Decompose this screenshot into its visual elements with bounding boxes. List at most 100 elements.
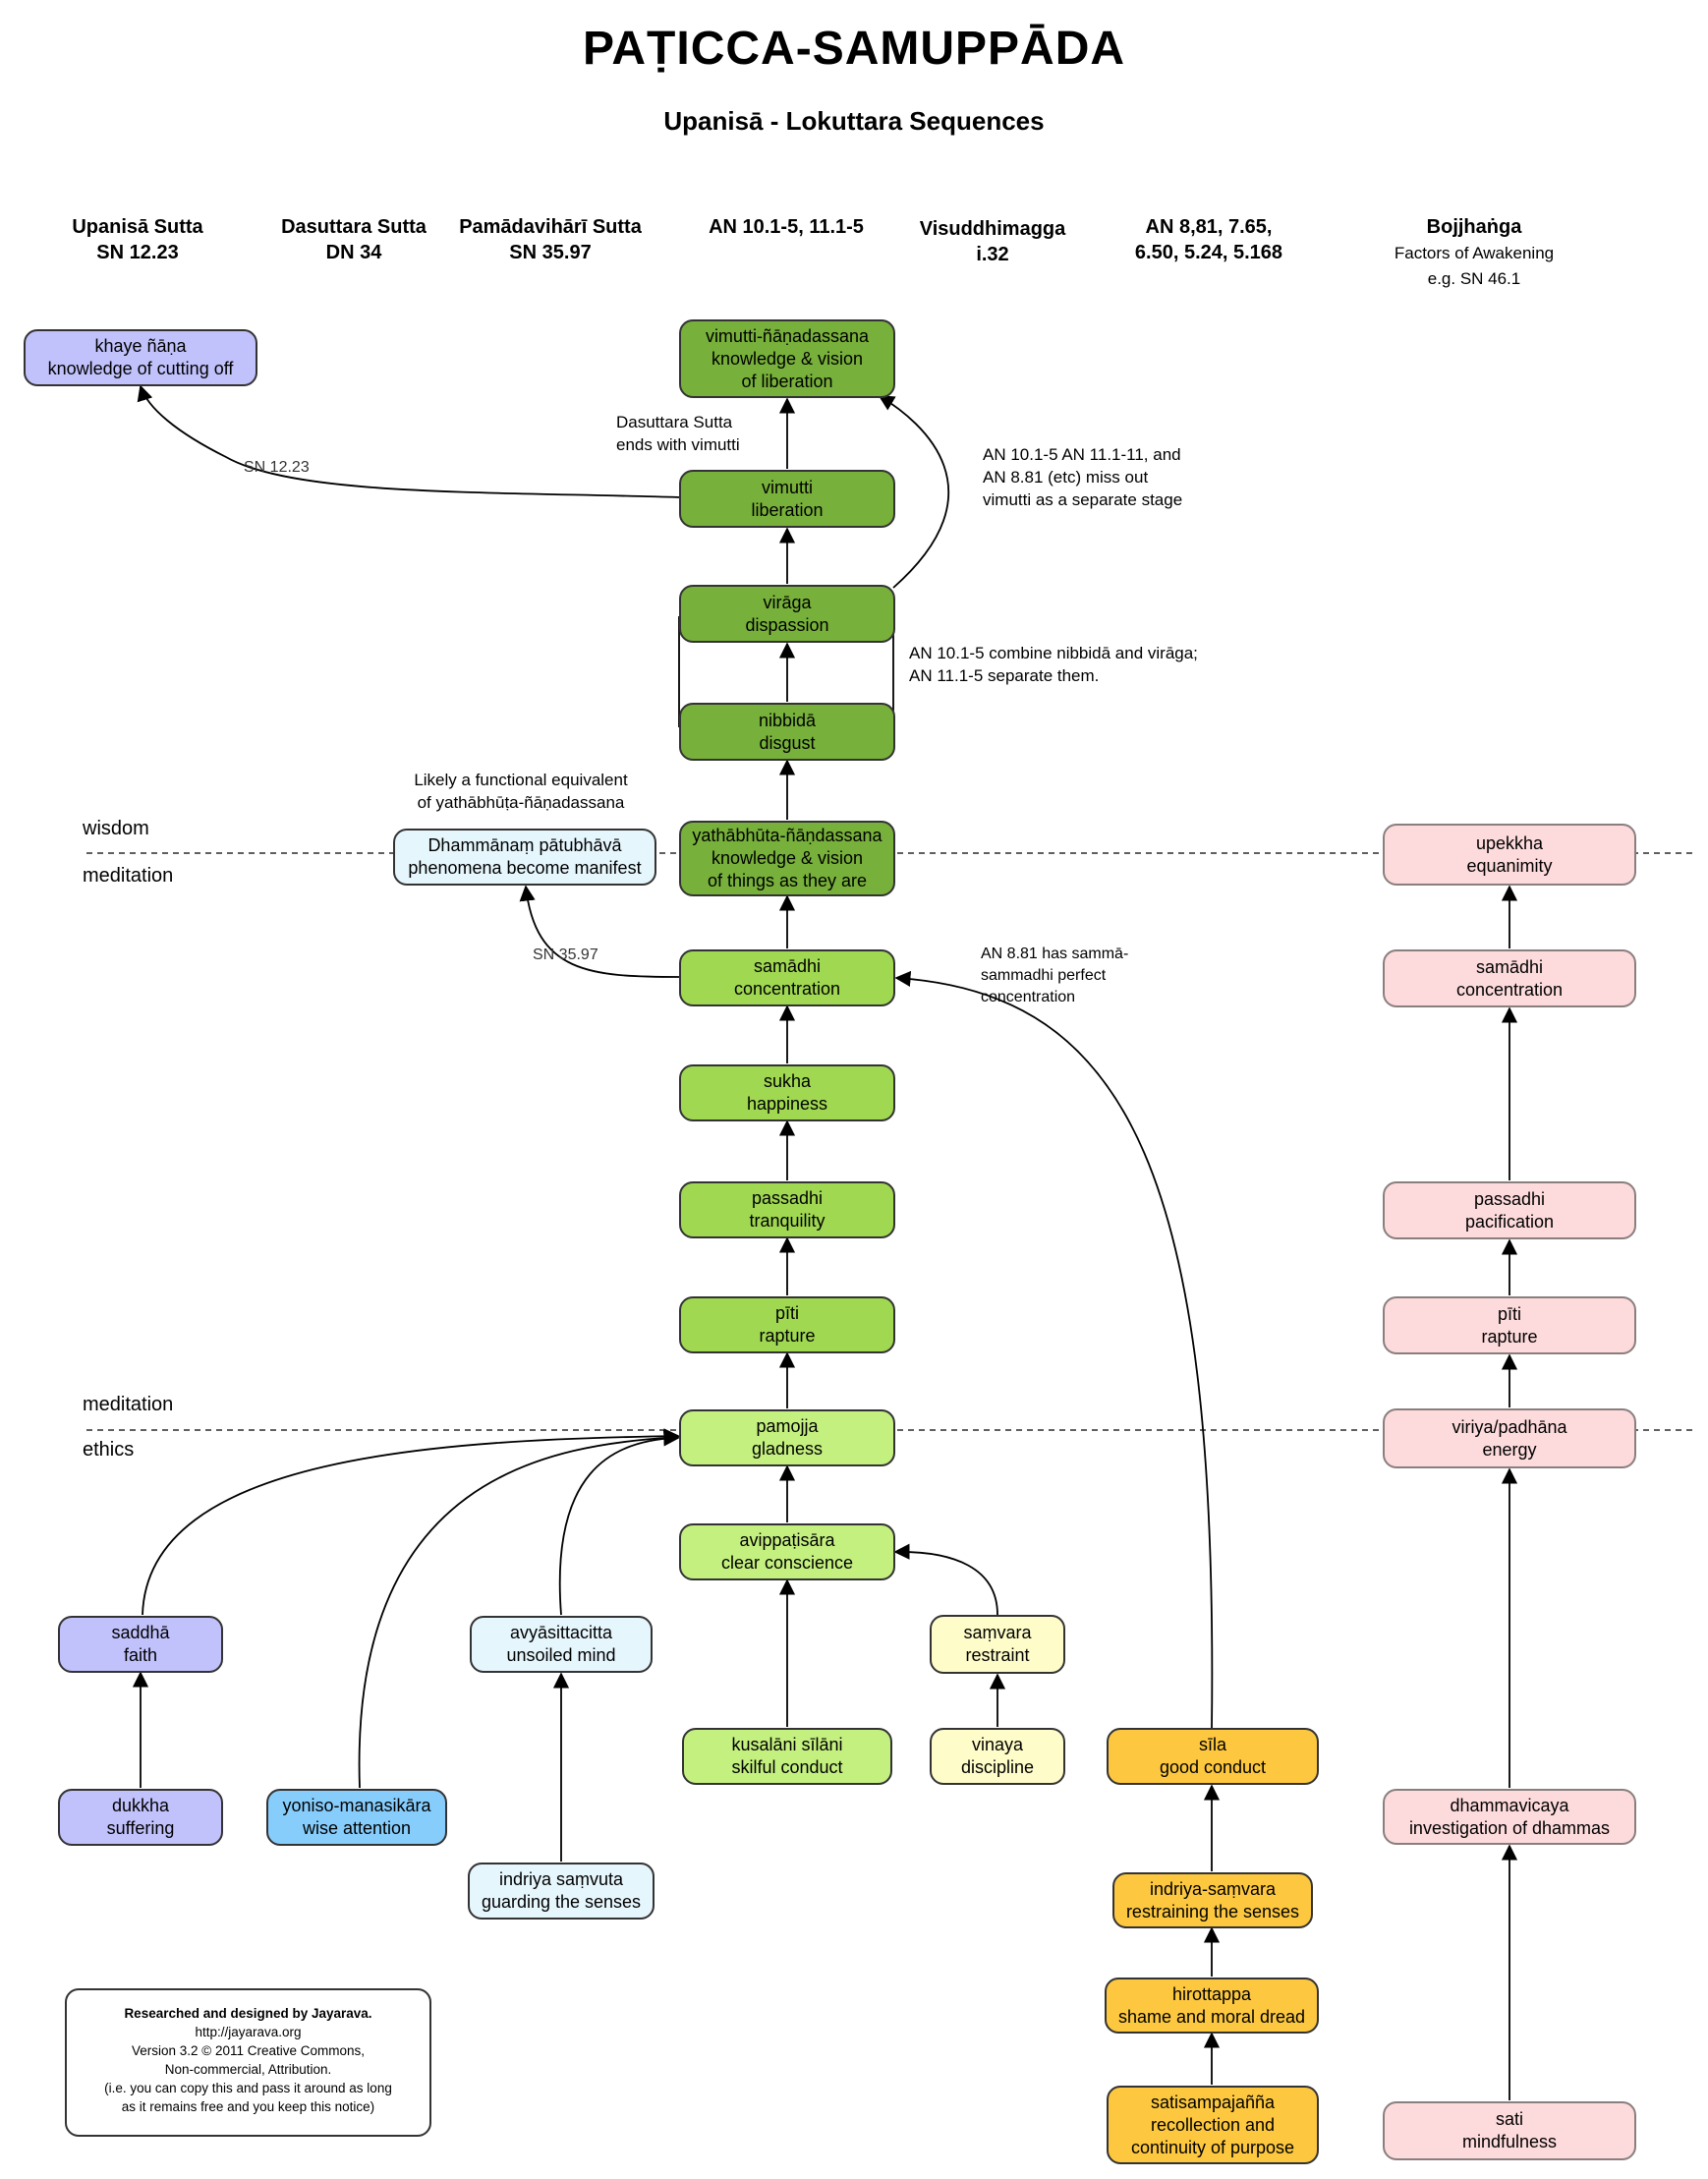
node-line: of things as they are	[707, 871, 868, 890]
node-dhammavicaya: dhammavicaya investigation of dhammas	[1383, 1789, 1636, 1845]
column-header-line3: e.g. SN 46.1	[1427, 269, 1521, 288]
node-line: avippaṭisāra	[739, 1530, 835, 1550]
column-header-visuddhimagga: Visuddhimagga i.32	[884, 216, 1101, 267]
node-line: skilful conduct	[731, 1757, 843, 1777]
node-line: restraint	[965, 1645, 1030, 1665]
column-header-line1: Upanisā Sutta	[72, 216, 203, 238]
node-line: Dhammānaṃ pātubhāvā	[427, 835, 622, 855]
note-an881-samma-samadhi: AN 8.81 has sammā- sammadhi perfect conc…	[981, 944, 1128, 1008]
credit-version: Version 3.2 © 2011 Creative Commons,	[131, 2043, 366, 2058]
node-line: equanimity	[1466, 855, 1553, 876]
zone-label-meditation: meditation	[83, 1394, 174, 1415]
node-samadhi: samādhi concentration	[679, 949, 895, 1006]
node-line: pīti	[774, 1303, 799, 1323]
column-header-line1: Dasuttara Sutta	[281, 216, 427, 238]
column-header-line2: 6.50, 5.24, 5.168	[1134, 242, 1283, 263]
node-line: viriya/padhāna	[1452, 1416, 1567, 1437]
credit-license: Non-commercial, Attribution.	[164, 2062, 332, 2077]
column-header-line2: SN 35.97	[509, 242, 592, 263]
node-line: virāga	[763, 592, 812, 612]
node-indriya-samvuta: indriya saṃvuta guarding the senses	[468, 1863, 655, 1920]
node-dukkha: dukkha suffering	[58, 1789, 223, 1846]
node-sukha: sukha happiness	[679, 1064, 895, 1121]
node-line: knowledge of cutting off	[47, 359, 234, 378]
node-samvara: saṃvara restraint	[930, 1615, 1065, 1674]
node-line: concentration	[733, 979, 841, 999]
node-passadhi: passadhi tranquility	[679, 1181, 895, 1238]
edge-yoniso-to-pamojja	[358, 1429, 680, 1789]
node-line: restraining the senses	[1125, 1901, 1300, 1921]
node-line: good conduct	[1159, 1757, 1267, 1777]
edge-vimutti-to-khaye-nana	[137, 384, 680, 498]
zone-label-wisdom: wisdom	[83, 818, 149, 839]
node-pamojja: pamojja gladness	[679, 1409, 895, 1466]
note-line: AN 8.81 has sammā-	[981, 946, 1129, 962]
node-line: knowledge & vision	[711, 848, 864, 868]
node-viriya: viriya/padhāna energy	[1383, 1408, 1636, 1468]
node-line: clear conscience	[720, 1553, 854, 1573]
edge-sila-to-samadhi	[894, 970, 1214, 1731]
edge-avyasittacitta-to-pamojja	[558, 1430, 680, 1616]
node-line: rapture	[1481, 1326, 1538, 1347]
node-line: indriya-saṃvara	[1149, 1878, 1277, 1899]
note-miss-out-vimutti: AN 10.1-5 AN 11.1-11, and AN 8.81 (etc) …	[983, 443, 1182, 511]
credit-author: Researched and designed by Jayarava.	[124, 2006, 372, 2021]
note-line: AN 10.1-5 combine nibbidā and virāga;	[909, 644, 1198, 662]
column-header-line1: Pamādavihārī Sutta	[459, 216, 642, 238]
node-sati: sati mindfulness	[1383, 2101, 1636, 2160]
column-header-line2: DN 34	[325, 242, 382, 263]
node-line: gladness	[751, 1439, 824, 1459]
node-line: happiness	[746, 1094, 828, 1114]
node-line: continuity of purpose	[1130, 2137, 1295, 2157]
node-line: guarding the senses	[481, 1892, 642, 1912]
note-combine-nibbida: AN 10.1-5 combine nibbidā and virāga; AN…	[909, 642, 1198, 687]
note-line: AN 10.1-5 AN 11.1-11, and	[983, 445, 1181, 464]
node-nibbida: nibbidā disgust	[679, 703, 895, 761]
node-avippatisara: avippaṭisāra clear conscience	[679, 1523, 895, 1580]
node-indriya-samvara: indriya-saṃvara restraining the senses	[1112, 1872, 1313, 1928]
node-line: suffering	[106, 1818, 175, 1838]
node-line: phenomena become manifest	[408, 858, 642, 878]
credit-note: (i.e. you can copy this and pass it arou…	[104, 2081, 392, 2095]
node-hirottappa: hirottappa shame and moral dread	[1105, 1978, 1319, 2034]
note-line: Dasuttara Sutta	[616, 413, 733, 431]
node-line: dhammavicaya	[1450, 1795, 1569, 1815]
column-header-line1: AN 10.1-5, 11.1-5	[709, 216, 864, 238]
page-subtitle: Upanisā - Lokuttara Sequences	[663, 106, 1045, 136]
edge-samadhi-to-dhammanam	[519, 885, 680, 978]
node-line: of liberation	[741, 371, 833, 391]
node-line: khaye ñāṇa	[94, 336, 187, 356]
node-line: wise attention	[302, 1818, 412, 1838]
node-upekkha: upekkha equanimity	[1383, 824, 1636, 886]
node-line: nibbidā	[758, 710, 817, 730]
column-header-line1: Bojjhaṅga	[1426, 216, 1522, 238]
node-dhammanam: Dhammānaṃ pātubhāvā phenomena become man…	[393, 829, 656, 886]
note-functional-equivalent: Likely a functional equivalent of yathāb…	[383, 769, 658, 814]
node-line: upekkha	[1475, 832, 1544, 853]
node-line: sukha	[763, 1071, 812, 1091]
node-line: avyāsittacitta	[509, 1623, 613, 1642]
node-line: discipline	[960, 1757, 1035, 1777]
note-line: concentration	[981, 989, 1076, 1005]
node-line: pamojja	[756, 1416, 819, 1436]
node-line: passadhi	[1473, 1188, 1546, 1209]
node-line: kusalāni sīlāni	[731, 1735, 843, 1754]
note-line: Likely a functional equivalent	[414, 771, 628, 789]
node-line: recollection and	[1150, 2114, 1276, 2135]
node-line: liberation	[751, 499, 824, 520]
node-line: rapture	[759, 1326, 816, 1346]
node-line: pacification	[1464, 1211, 1555, 1232]
edge-label-sn3597: SN 35.97	[533, 946, 598, 963]
node-line: saddhā	[111, 1623, 170, 1642]
note-line: sammadhi perfect	[981, 967, 1107, 984]
edge-viraga-to-nanadassana	[878, 395, 950, 589]
node-line: satisampajañña	[1150, 2092, 1276, 2112]
note-line: of yathābhūṭa-ñāṇadassana	[417, 793, 625, 812]
node-line: vinaya	[971, 1735, 1024, 1754]
node-line: concentration	[1455, 979, 1564, 1000]
zone-label-ethics: ethics	[83, 1439, 135, 1461]
edge-samvara-to-avippatisara	[893, 1543, 998, 1616]
node-viraga: virāga dispassion	[679, 585, 895, 643]
column-header-dasuttara: Dasuttara Sutta DN 34	[256, 214, 452, 265]
column-header-line2: i.32	[976, 244, 1009, 265]
